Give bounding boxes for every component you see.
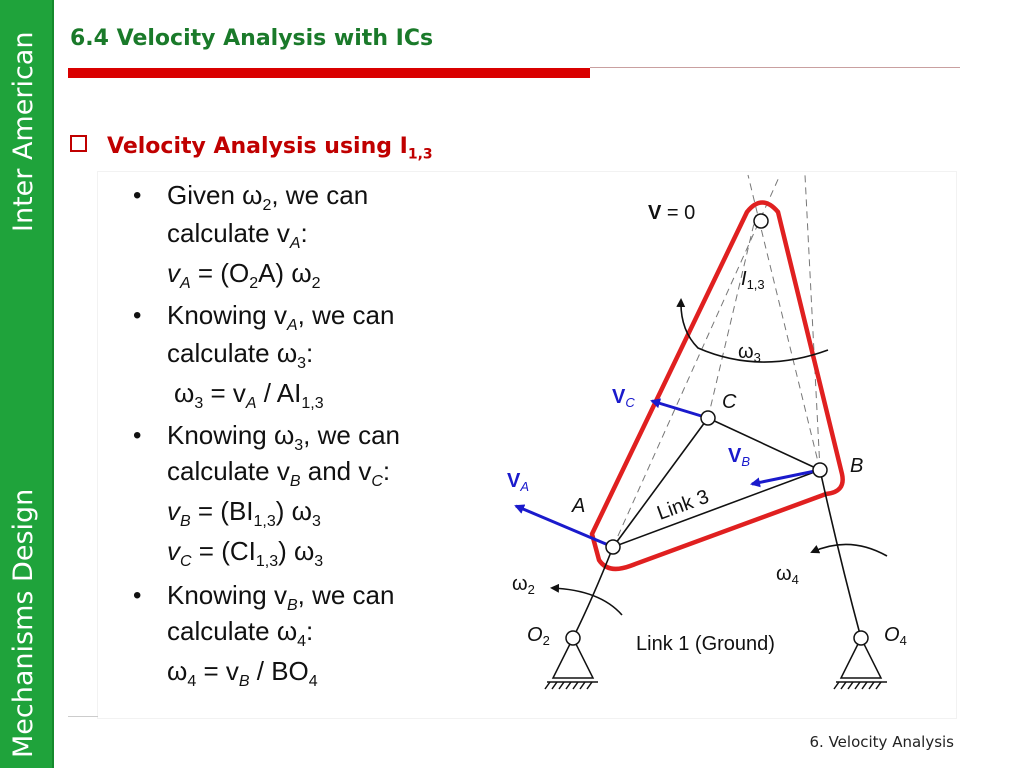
label-va: VA	[507, 470, 529, 494]
label-point-b: B	[850, 455, 863, 477]
label-omega4: ω4	[776, 563, 799, 587]
vector-vc-icon	[650, 398, 709, 420]
content-image-panel	[98, 172, 956, 718]
construction-lines	[612, 174, 821, 548]
label-omega3: ω3	[738, 341, 761, 365]
joint-o2-icon	[565, 630, 581, 646]
label-link3: Link 3	[654, 486, 712, 525]
title-underline	[68, 68, 590, 78]
joint-a-icon	[605, 539, 621, 555]
omega3-arc-icon	[676, 298, 829, 363]
joint-c-icon	[700, 410, 716, 426]
omega2-arc-icon	[550, 583, 623, 616]
ground-o2-icon	[551, 636, 595, 679]
joint-o4-icon	[853, 630, 869, 646]
section-heading: Velocity Analysis using I1,3	[70, 134, 433, 162]
joint-ic-icon	[753, 213, 769, 229]
joint-b-icon	[812, 462, 828, 478]
label-v-zero: V = 0	[648, 202, 695, 224]
hollow-square-bullet-icon	[70, 135, 87, 152]
label-ic: I1,3	[741, 268, 765, 292]
label-o4: O4	[884, 624, 907, 648]
label-point-c: C	[722, 391, 737, 413]
label-vc: VC	[612, 386, 635, 410]
label-o2: O2	[527, 624, 550, 648]
slide-title: 6.4 Velocity Analysis with ICs	[70, 26, 434, 51]
ground-o4-icon	[839, 636, 883, 679]
link3-outline	[589, 200, 845, 572]
label-ground: Link 1 (Ground)	[636, 633, 775, 655]
link-lines	[572, 417, 862, 639]
label-omega2: ω2	[512, 573, 535, 597]
sidebar: Inter American Mechanisms Design	[0, 0, 54, 768]
footer-label: 6. Velocity Analysis	[809, 733, 955, 751]
vector-va-icon	[514, 504, 614, 549]
label-vb: VB	[728, 445, 750, 469]
pin-joints	[565, 213, 869, 646]
title-underline-thin	[590, 67, 960, 68]
omega4-arc-icon	[810, 543, 888, 557]
label-point-a: A	[571, 495, 585, 517]
ground-supports	[544, 636, 887, 690]
vector-vb-icon	[750, 468, 821, 488]
bottom-divider	[68, 716, 98, 717]
